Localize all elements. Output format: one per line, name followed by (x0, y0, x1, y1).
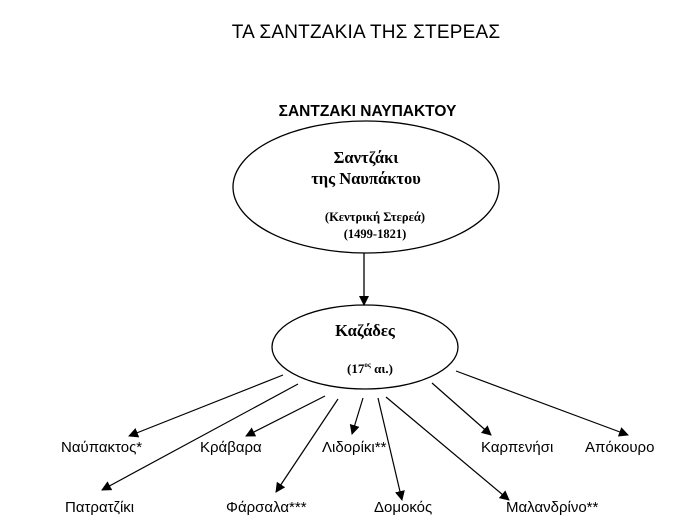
sanjak-node-ellipse (232, 120, 500, 254)
kazades-node-label: Καζάδες (335, 321, 395, 340)
arrow-to-domokos (377, 397, 405, 501)
century-suffix: αι.) (370, 361, 393, 376)
century-prefix: (17 (347, 361, 365, 376)
sanjak-node-label-line1: Σαντζάκι (333, 148, 399, 167)
sanjak-node-years: (1499-1821) (343, 227, 407, 241)
diagram-subtitle: ΣΑΝΤΖΑΚΙ ΝΑΥΠΑΚΤΟΥ (278, 103, 457, 120)
arrow-to-karpenisi (431, 382, 492, 436)
leaf-naupaktos: Ναύπακτος* (61, 439, 143, 456)
leaf-farsala: Φάρσαλα*** (226, 499, 307, 516)
arrow-to-farsala (275, 398, 339, 493)
sanjak-node-label-line2: της Ναυπάκτου (311, 169, 421, 188)
leaf-apokouro: Απόκουρο (585, 439, 655, 456)
century-superscript: ος (364, 361, 371, 369)
kazades-node-century: (17ος αι.) (300, 361, 440, 377)
leaf-patratziki: Πατρατζίκι (65, 499, 135, 516)
arrow-to-apokouro (455, 370, 629, 437)
page-title: ΤΑ ΣΑΝΤΖΑΚΙΑ ΤΗΣ ΣΤΕΡΕΑΣ (231, 22, 501, 43)
arrow-to-lidoriki (349, 397, 364, 435)
arrow-to-malandrino (385, 396, 510, 501)
leaf-lidoriki: Λιδορίκι** (322, 439, 387, 456)
leaf-kravara: Κράβαρα (200, 439, 262, 456)
leaf-domokos: Δομοκός (374, 499, 433, 516)
arrow-to-naupaktos (128, 374, 284, 438)
sanjak-node-region: (Κεντρική Στερεά) (324, 210, 426, 224)
leaf-malandrino: Μαλανδρίνο** (506, 499, 599, 516)
leaf-karpenisi: Καρπενήσι (481, 439, 554, 456)
arrow-to-kravara (245, 395, 326, 437)
arrow-to-patratziki (101, 383, 299, 491)
